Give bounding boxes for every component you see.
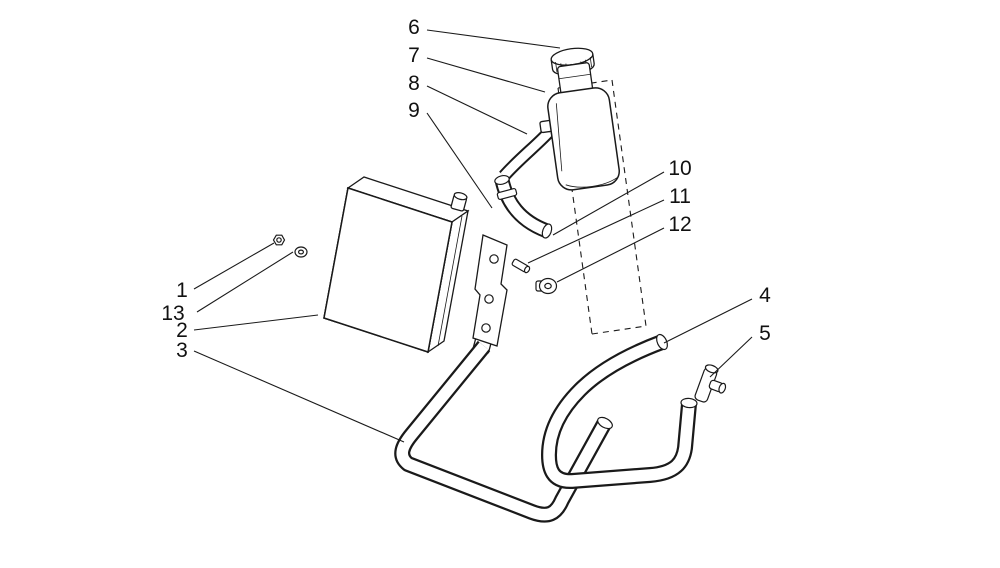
leader-line-1 — [193, 242, 275, 290]
tank-to-elbow-hose — [499, 127, 554, 181]
callout-6: 6 — [408, 16, 420, 39]
leader-line-3 — [193, 350, 405, 443]
callout-3: 3 — [176, 339, 188, 362]
callout-9: 9 — [408, 99, 420, 122]
mounting-bracket — [472, 234, 508, 347]
bolt-part — [272, 234, 286, 246]
hose-open-end — [656, 333, 668, 351]
plug-part — [535, 277, 558, 295]
tank-body — [547, 87, 620, 191]
callout-5: 5 — [759, 322, 771, 345]
leader-line-13 — [196, 251, 294, 313]
bracket-hole — [481, 323, 491, 333]
leader-line-5 — [709, 336, 753, 378]
hose-open-end — [680, 397, 698, 409]
outlet-hose — [394, 340, 613, 523]
leader-lines — [193, 29, 753, 443]
callout-10: 10 — [668, 157, 691, 180]
leader-line-6 — [426, 29, 561, 49]
hose-clamp — [496, 188, 518, 200]
callout-13: 13 — [161, 302, 184, 325]
callout-8: 8 — [408, 72, 420, 95]
leader-line-11 — [527, 199, 665, 264]
callout-2: 2 — [176, 319, 188, 342]
return-hose — [541, 333, 698, 489]
callout-1: 1 — [176, 279, 188, 302]
bracket-hole — [489, 254, 499, 264]
stud-part — [511, 258, 531, 274]
hose-open-end — [597, 416, 613, 430]
leader-line-7 — [426, 57, 546, 93]
callout-4: 4 — [759, 284, 771, 307]
callout-11: 11 — [669, 185, 691, 208]
leader-line-9 — [426, 112, 493, 209]
hose-open-end — [541, 223, 553, 239]
leader-line-8 — [426, 85, 528, 135]
callout-7: 7 — [408, 44, 420, 67]
leader-line-10 — [552, 171, 665, 236]
bracket-hole — [484, 294, 494, 304]
expansion-tank — [539, 47, 620, 191]
washer-part — [294, 246, 308, 258]
leader-line-2 — [193, 314, 319, 331]
callout-labels: 1 13 2 3 6 7 8 9 10 11 12 4 5 — [161, 16, 771, 362]
radiator-core — [323, 176, 493, 355]
radiator-inlet-stub — [450, 192, 468, 212]
leader-line-12 — [556, 227, 665, 283]
callout-12: 12 — [668, 213, 691, 236]
elbow-hose — [494, 174, 553, 239]
hose-open-end — [494, 174, 510, 186]
branch-fitting — [694, 364, 727, 403]
leader-line-4 — [663, 298, 753, 344]
